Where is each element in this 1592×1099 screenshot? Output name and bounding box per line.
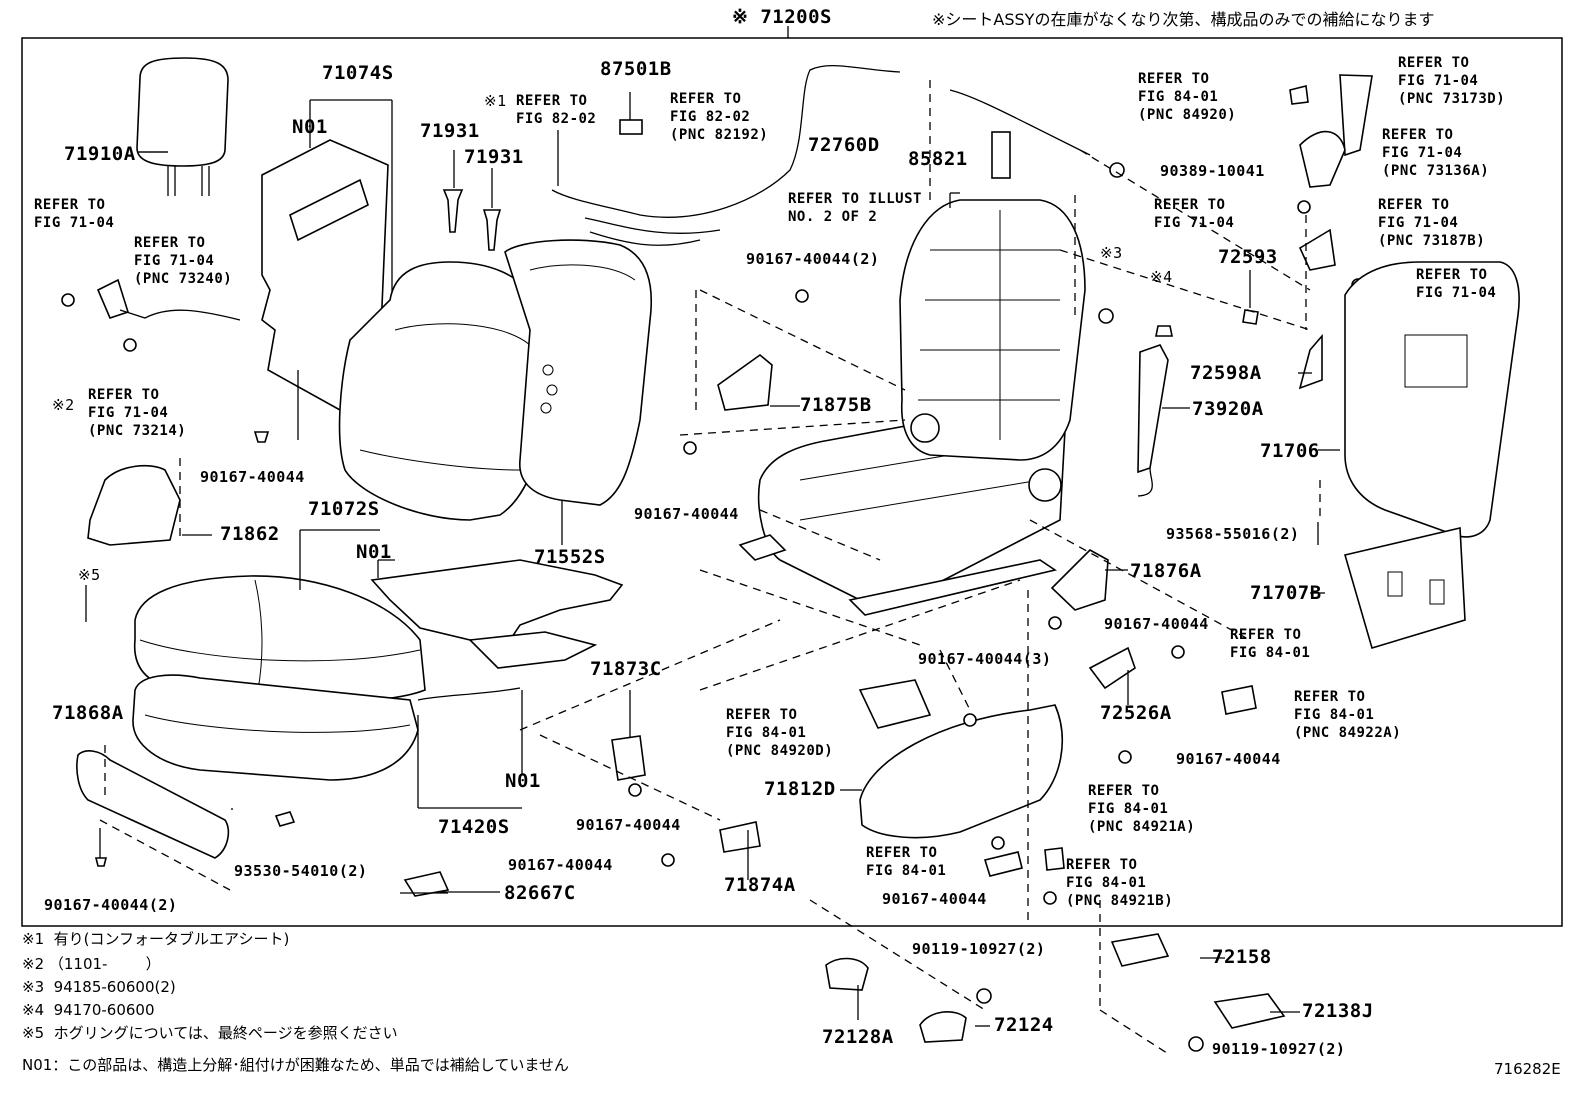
back-board-drawing (1317, 261, 1520, 649)
mark-4: ※4 (1150, 268, 1173, 286)
side-cover-drawing (61, 278, 450, 897)
ref-pnc-73214[interactable]: REFER TO FIG 71-04 (PNC 73214) (88, 387, 187, 439)
seatback-cover-drawing (338, 239, 652, 545)
ref-pnc-73187b[interactable]: REFER TO FIG 71-04 (PNC 73187B) (1378, 197, 1486, 249)
ref-fig-71-04-right-a[interactable]: REFER TO FIG 71-04 (1154, 197, 1235, 231)
ref-fig-82-02[interactable]: REFER TO FIG 82-02 (516, 93, 597, 127)
part-90167-40044-lower-a[interactable]: 90167-40044 (576, 816, 681, 834)
seat-pad-drawing (370, 559, 624, 775)
ref-pnc-84920d[interactable]: REFER TO FIG 84-01 (PNC 84920D) (726, 707, 834, 759)
part-71875b[interactable]: 71875B (800, 394, 872, 416)
ref-pnc-73136a[interactable]: REFER TO FIG 71-04 (PNC 73136A) (1382, 127, 1490, 179)
front-trim-drawing (76, 745, 231, 891)
part-71873c[interactable]: 71873C (590, 658, 662, 680)
wiring-and-clips-drawing (683, 74, 1373, 497)
part-71910a[interactable]: 71910A (64, 143, 136, 165)
part-90389-10041[interactable]: 90389-10041 (1160, 162, 1265, 180)
mark-2: ※2 (52, 396, 75, 414)
footnote-2: ※2 （1101- ） (22, 955, 161, 973)
footnote-5: ※5 ホグリングについては、最終ページを参照ください (22, 1024, 398, 1042)
part-72598a[interactable]: 72598A (1190, 362, 1262, 384)
n01-seatback[interactable]: N01 (292, 116, 328, 138)
part-72124[interactable]: 72124 (994, 1014, 1054, 1036)
part-90119-10927-a[interactable]: 90119-10927(2) (912, 940, 1046, 958)
footnote-n01: N01：この部品は、構造上分解･組付けが困難なため、単品では補給していません (22, 1056, 569, 1074)
part-71876a[interactable]: 71876A (1130, 560, 1202, 582)
part-71868a[interactable]: 71868A (52, 702, 124, 724)
n01-heater[interactable]: N01 (505, 770, 541, 792)
mark-5: ※5 (78, 566, 101, 584)
part-93530-54010[interactable]: 93530-54010(2) (234, 862, 368, 880)
wire-harness-drawing (551, 64, 901, 246)
part-71706[interactable]: 71706 (1260, 440, 1320, 462)
part-73920a[interactable]: 73920A (1192, 398, 1264, 420)
part-71812d[interactable]: 71812D (764, 778, 836, 800)
part-72138j[interactable]: 72138J (1302, 1000, 1374, 1022)
ref-pnc-82192[interactable]: REFER TO FIG 82-02 (PNC 82192) (670, 91, 769, 143)
ref-fig-71-04-right-b[interactable]: REFER TO FIG 71-04 (1416, 267, 1497, 301)
diagram-frame (21, 37, 1563, 927)
part-90167-40044-2-center[interactable]: 90167-40044(2) (746, 250, 880, 268)
part-71420s[interactable]: 71420S (438, 816, 510, 838)
part-90167-40044-lower-b[interactable]: 90167-40044 (508, 856, 613, 874)
headrest-drawing (136, 57, 229, 196)
part-90167-40044-right-b[interactable]: 90167-40044 (1176, 750, 1281, 768)
illustration-number: 716282E (1494, 1060, 1561, 1078)
ref-pnc-73173d[interactable]: REFER TO FIG 71-04 (PNC 73173D) (1398, 55, 1506, 107)
part-72526a[interactable]: 72526A (1100, 702, 1172, 724)
mark-1: ※1 (484, 92, 507, 110)
part-71552s[interactable]: 71552S (534, 546, 606, 568)
part-71074s[interactable]: 71074S (322, 62, 394, 84)
leader-lines (137, 151, 1340, 1027)
ref-fig-84-01-right[interactable]: REFER TO FIG 84-01 (1230, 627, 1311, 661)
ref-pnc-73240[interactable]: REFER TO FIG 71-04 (PNC 73240) (134, 235, 233, 287)
bottom-parts-drawing (825, 933, 1286, 1052)
footnote-1: ※1 有り(コンフォータブルエアシート) (22, 930, 290, 948)
footnote-4: ※4 94170-60600 (22, 1001, 155, 1019)
seat-frame-drawing (738, 192, 1086, 616)
part-90119-10927-b[interactable]: 90119-10927(2) (1212, 1040, 1346, 1058)
part-71931-a[interactable]: 71931 (420, 120, 480, 142)
ref-pnc-84921a[interactable]: REFER TO FIG 84-01 (PNC 84921A) (1088, 783, 1196, 835)
part-71707b[interactable]: 71707B (1250, 582, 1322, 604)
clip-drawing (442, 150, 502, 251)
n01-seat[interactable]: N01 (356, 541, 392, 563)
part-90167-40044-bottom[interactable]: 90167-40044 (882, 890, 987, 908)
guide-lines-drawing (519, 80, 1321, 1056)
part-87501b[interactable]: 87501B (600, 58, 672, 80)
mark-3: ※3 (1100, 244, 1123, 262)
footnote-3: ※3 94185-60600(2) (22, 978, 176, 996)
part-71072s[interactable]: 71072S (308, 498, 380, 520)
ref-pnc-84921b[interactable]: REFER TO FIG 84-01 (PNC 84921B) (1066, 857, 1174, 909)
lower-trims-drawing (611, 549, 1257, 905)
part-90167-40044-2-left[interactable]: 90167-40044(2) (44, 896, 178, 914)
ref-fig-71-04-left[interactable]: REFER TO FIG 71-04 (34, 197, 115, 231)
part-90167-40044-left[interactable]: 90167-40044 (200, 468, 305, 486)
part-90167-40044-right-a[interactable]: 90167-40044 (1104, 615, 1209, 633)
ref-pnc-84920[interactable]: REFER TO FIG 84-01 (PNC 84920) (1138, 71, 1237, 123)
part-71874a[interactable]: 71874A (724, 874, 796, 896)
part-93568-55016[interactable]: 93568-55016(2) (1166, 525, 1300, 543)
part-71862[interactable]: 71862 (220, 523, 280, 545)
part-72128a[interactable]: 72128A (822, 1026, 894, 1048)
part-71931-b[interactable]: 71931 (464, 146, 524, 168)
ref-pnc-84922a[interactable]: REFER TO FIG 84-01 (PNC 84922A) (1294, 689, 1402, 741)
part-72760d[interactable]: 72760D (808, 134, 880, 156)
part-72593[interactable]: 72593 (1218, 246, 1278, 268)
part-72158[interactable]: 72158 (1212, 946, 1272, 968)
part-85821[interactable]: 85821 (908, 148, 968, 170)
part-90167-40044-3[interactable]: 90167-40044(3) (918, 650, 1052, 668)
seat-cushion-drawing (132, 529, 522, 809)
part-90167-40044-center[interactable]: 90167-40044 (634, 505, 739, 523)
assembly-note: ※シートASSYの在庫がなくなり次第、構成品のみでの補給になります (932, 10, 1435, 29)
ref-fig-84-01-center[interactable]: REFER TO FIG 84-01 (866, 845, 947, 879)
ref-illust-2-of-2[interactable]: REFER TO ILLUST NO. 2 OF 2 (788, 191, 922, 225)
assembly-code[interactable]: ※ 71200S (732, 6, 832, 28)
part-82667c[interactable]: 82667C (504, 882, 576, 904)
